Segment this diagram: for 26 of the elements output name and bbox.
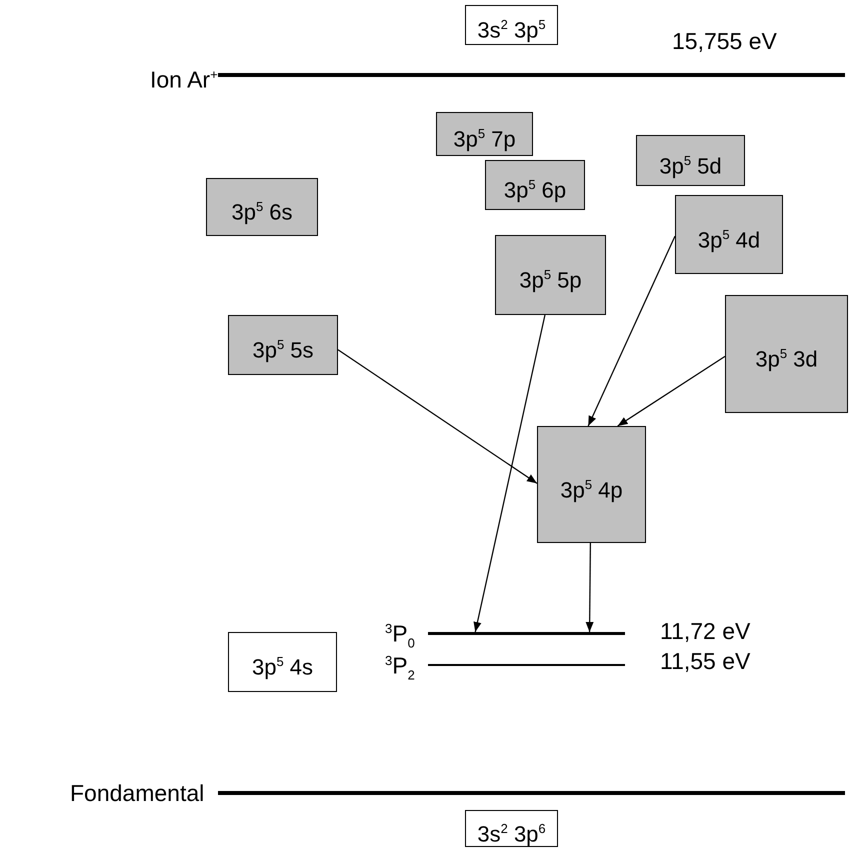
level-label: $^{3}$P$_{0}$: [385, 620, 415, 652]
level-label: Fondamental: [70, 780, 204, 806]
state-box: 3s$^{2}$ 3p$^{6}$: [465, 810, 558, 847]
arrow: [617, 356, 726, 426]
arrow: [338, 349, 538, 484]
state-box: 3s$^{2}$ 3p$^{5}$: [465, 5, 558, 45]
state-box: 3p$^{5}$ 7p: [436, 112, 533, 156]
state-box: 3p$^{5}$ 6s: [206, 178, 318, 236]
energy-level-line: [428, 632, 625, 635]
energy-level-line: [428, 664, 625, 666]
arrow: [586, 543, 594, 632]
state-box: 3p$^{5}$ 5d: [636, 135, 745, 186]
state-box: 3p$^{5}$ 4s: [228, 632, 337, 692]
level-label: $^{3}$P$_{2}$: [385, 652, 415, 684]
level-label: Ion Ar$^{+}$: [150, 66, 218, 93]
state-box: 3p$^{5}$ 5p: [495, 235, 606, 315]
state-box: 3p$^{5}$ 4p: [537, 426, 646, 543]
level-label: 15,755 eV: [672, 28, 777, 54]
level-label: 11,55 eV: [660, 648, 750, 674]
level-label: 11,72 eV: [660, 618, 750, 644]
state-box: 3p$^{5}$ 6p: [485, 160, 585, 210]
state-box: 3p$^{5}$ 4d: [675, 195, 783, 274]
state-box: 3p$^{5}$ 5s: [228, 315, 338, 375]
state-box: 3p$^{5}$ 3d: [725, 295, 848, 413]
arrow: [474, 314, 546, 632]
arrow: [588, 236, 676, 426]
